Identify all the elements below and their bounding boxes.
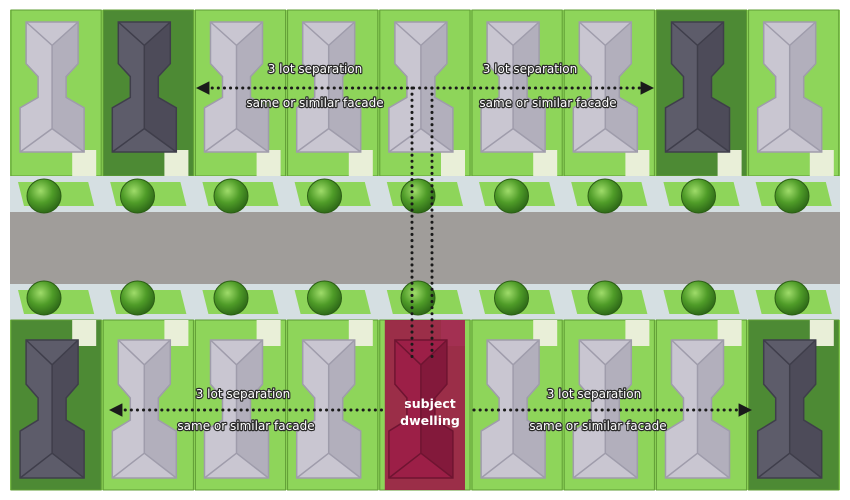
lot xyxy=(102,9,194,177)
lot xyxy=(287,319,379,491)
tree xyxy=(307,178,342,214)
house-roof-shade xyxy=(789,340,822,478)
top-lot-row xyxy=(10,9,840,177)
lot xyxy=(655,319,748,491)
driveway xyxy=(72,150,97,176)
annotation-labels: 3 lot separation same or similar facade … xyxy=(176,61,668,434)
house-roof-shade xyxy=(144,340,177,478)
house-roof-shade xyxy=(236,22,269,152)
road xyxy=(10,212,840,284)
bottom-left-facade-label: same or similar facade xyxy=(177,419,314,433)
top-left-facade-label: same or similar facade xyxy=(246,96,383,110)
lot xyxy=(10,319,102,491)
driveway xyxy=(164,150,189,176)
tree xyxy=(120,178,155,214)
house-roof-shade xyxy=(52,22,85,152)
driveway xyxy=(256,150,281,176)
lot xyxy=(563,319,655,491)
lot xyxy=(748,319,840,491)
lot xyxy=(471,319,563,491)
top-right-facade-label: same or similar facade xyxy=(479,96,616,110)
tree xyxy=(494,280,529,316)
bottom-right-facade-label: same or similar facade xyxy=(529,419,666,433)
driveway xyxy=(533,150,558,176)
lot xyxy=(10,9,102,177)
house-roof-shade xyxy=(697,340,730,478)
house-roof-shade xyxy=(420,22,453,152)
lot xyxy=(379,319,471,491)
tree xyxy=(120,280,155,316)
lot xyxy=(194,319,287,491)
tree xyxy=(774,178,810,214)
subject-label-line1: subject xyxy=(404,396,455,411)
tree xyxy=(307,280,342,316)
driveway xyxy=(348,150,373,176)
house-roof-shade xyxy=(236,340,269,478)
tree xyxy=(400,280,436,316)
lot xyxy=(748,9,840,177)
lot xyxy=(471,9,563,177)
tree xyxy=(213,178,249,214)
driveway xyxy=(809,150,834,176)
bottom-lot-row xyxy=(10,319,840,491)
tree xyxy=(587,178,623,214)
lot xyxy=(102,319,194,491)
tree xyxy=(26,178,62,214)
house-roof-shade xyxy=(144,22,177,152)
tree xyxy=(213,280,249,316)
lot xyxy=(655,9,748,177)
house-roof-shade xyxy=(513,340,546,478)
house-roof-shade xyxy=(420,340,453,478)
street-trees xyxy=(26,178,810,316)
tree xyxy=(587,280,623,316)
house-roof-shade xyxy=(789,22,822,152)
tree xyxy=(494,178,529,214)
house-roof-shade xyxy=(52,340,85,478)
tree xyxy=(681,178,716,214)
separation-guides xyxy=(108,81,753,417)
driveway xyxy=(441,150,465,176)
subject-label-line2: dwelling xyxy=(400,413,460,428)
house-roof-shade xyxy=(605,22,638,152)
driveway xyxy=(625,150,650,176)
top-right-separation-label: 3 lot separation xyxy=(483,62,578,76)
lot xyxy=(194,9,287,177)
tree xyxy=(681,280,716,316)
house-roof-shade xyxy=(697,22,730,152)
lot xyxy=(287,9,379,177)
bottom-right-separation-label: 3 lot separation xyxy=(547,387,642,401)
driveway xyxy=(717,150,742,176)
house-roof-shade xyxy=(328,340,361,478)
tree xyxy=(774,280,810,316)
house-roof-shade xyxy=(328,22,361,152)
top-left-separation-label: 3 lot separation xyxy=(268,62,363,76)
tree xyxy=(400,178,436,214)
lot xyxy=(563,9,655,177)
bottom-left-separation-label: 3 lot separation xyxy=(196,387,291,401)
lot xyxy=(379,9,471,177)
house-roof-shade xyxy=(605,340,638,478)
tree xyxy=(26,280,62,316)
house-roof-shade xyxy=(513,22,546,152)
